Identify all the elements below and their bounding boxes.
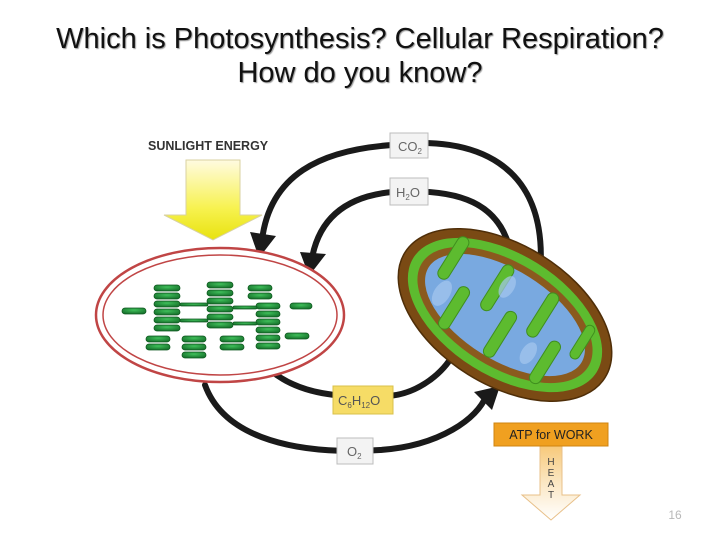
heat-letters: H E A T — [547, 457, 554, 501]
chloroplast — [96, 248, 344, 382]
sunlight-label: SUNLIGHT ENERGY — [148, 139, 269, 153]
glucose-label: C6H12O — [333, 386, 393, 414]
svg-text:A: A — [548, 479, 555, 490]
o2-label: O2 — [337, 438, 373, 464]
h2o-label: H2O — [390, 178, 428, 205]
svg-text:H: H — [547, 457, 554, 468]
atp-label: ATP for WORK — [494, 423, 608, 446]
svg-text:C6H12O: C6H12O — [338, 393, 380, 410]
svg-text:E: E — [548, 468, 555, 479]
co2-label: CO2 — [390, 133, 428, 158]
svg-text:T: T — [548, 490, 554, 501]
sunlight-arrow — [164, 160, 262, 240]
svg-text:ATP for WORK: ATP for WORK — [509, 428, 593, 442]
slide-number: 16 — [660, 508, 690, 522]
